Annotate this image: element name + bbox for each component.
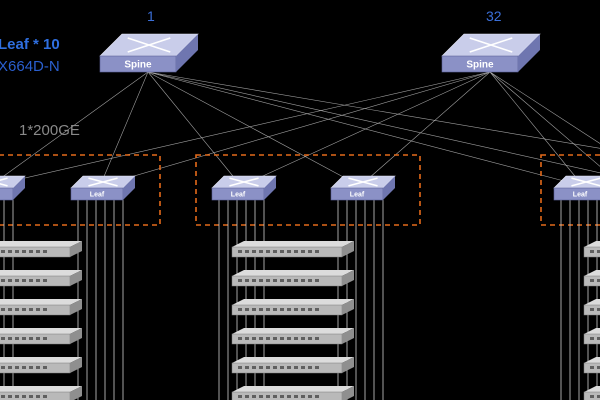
switches: SpineSpineLeafLeafLeafLeafLeaf (0, 33, 600, 201)
leaf-model-label: X664D-N (0, 58, 60, 75)
leaf-count-title: Leaf * 10 (0, 36, 60, 53)
spine-switch-2: Spine (441, 33, 541, 73)
spine-2-link-3 (240, 71, 491, 187)
leaf-switch-2-1: Leaf (211, 175, 277, 201)
server-1-3 (0, 299, 82, 316)
spine-number-1: 1 (147, 8, 155, 24)
spine-2-link-4 (359, 71, 491, 187)
spine-1-link-7 (147, 71, 600, 174)
spine-number-32: 32 (486, 8, 502, 24)
server-2-5 (231, 357, 354, 374)
leaf-group-1-box (0, 154, 161, 226)
spine-1-link-3 (147, 71, 242, 187)
spine-1-link-1 (0, 71, 149, 180)
spine-2-link-6 (489, 71, 600, 144)
server-1-5 (0, 357, 82, 374)
server-2-3 (231, 299, 354, 316)
leaf-switch-2-1-label: Leaf (231, 192, 246, 199)
leaf-switch-1-2: Leaf (70, 175, 136, 201)
spine-switch-1-label: Spine (124, 60, 152, 71)
spine-switch-1: Spine (99, 33, 199, 73)
server-1-1 (0, 241, 82, 258)
server-1-2 (0, 270, 82, 287)
spine-1-link-6 (147, 71, 600, 149)
spine-2-link-5 (489, 71, 584, 187)
spine-2-link-1 (0, 71, 491, 185)
leaf-groups (0, 154, 600, 226)
server-2-4 (231, 328, 354, 345)
server-racks (0, 200, 600, 400)
spine-leaf-links (0, 71, 600, 187)
server-3-4 (583, 328, 600, 345)
server-2-1 (231, 241, 354, 258)
leaf-group-3-box (540, 154, 600, 226)
spine-2-link-7 (489, 71, 600, 167)
server-2-6 (231, 386, 354, 400)
leaf-switch-1-2-label: Leaf (90, 192, 105, 199)
server-3-6 (583, 386, 600, 400)
spine-1-link-4 (147, 71, 361, 187)
server-3-2 (583, 270, 600, 287)
server-3-1 (583, 241, 600, 258)
spine-1-link-2 (99, 71, 149, 187)
server-1-4 (0, 328, 82, 345)
server-2-2 (231, 270, 354, 287)
server-3-5 (583, 357, 600, 374)
leaf-switch-3-1: Leaf (553, 175, 600, 201)
server-1-6 (0, 386, 82, 400)
leaf-switch-2-2: Leaf (330, 175, 396, 201)
leaf-switch-3-1-label: Leaf (573, 192, 588, 199)
spine-2-link-2 (99, 71, 491, 187)
server-3-3 (583, 299, 600, 316)
leaf-switch-2-2-label: Leaf (350, 192, 365, 199)
link-speed-label: 1*200GE (19, 122, 80, 139)
spine-switch-2-label: Spine (466, 60, 494, 71)
leaf-group-2-box (195, 154, 421, 226)
leaf-switch-1-1: Leaf (0, 175, 26, 201)
